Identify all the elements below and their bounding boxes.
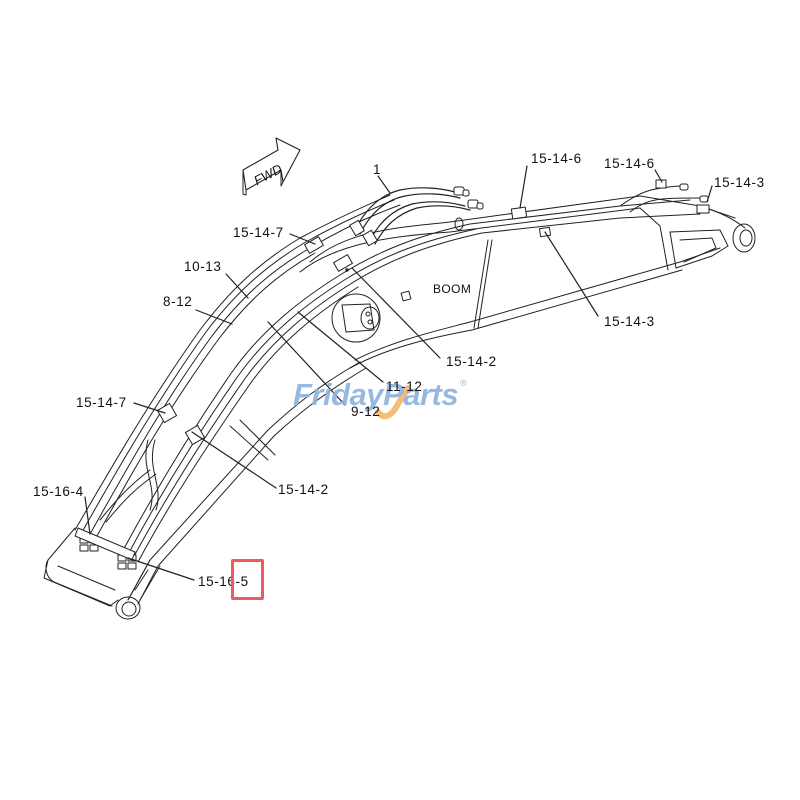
hydraulic-tubes — [74, 183, 709, 563]
callout-15-16-5[interactable]: 15-16-5 — [198, 574, 249, 589]
callout-10-13[interactable]: 10-13 — [184, 259, 222, 274]
watermark-text: FridayParts — [293, 377, 459, 412]
boom-title: BOOM — [433, 282, 472, 296]
forward-arrow-icon: FWD — [242, 137, 301, 196]
callout-15-16-4[interactable]: 15-16-4 — [33, 484, 84, 499]
callout-11-12[interactable]: 11-12 — [386, 379, 423, 394]
registered-mark: ® — [460, 378, 467, 388]
callout-1[interactable]: 1 — [373, 162, 382, 177]
callout-15-14-7[interactable]: 15-14-7 — [76, 395, 127, 410]
callout-15-14-7[interactable]: 15-14-7 — [233, 225, 284, 240]
watermark: FridayParts® — [293, 377, 467, 412]
callout-15-14-2[interactable]: 15-14-2 — [446, 354, 497, 369]
leader-lines — [84, 165, 713, 581]
highlight-box — [231, 559, 264, 600]
callout-15-14-6[interactable]: 15-14-6 — [531, 151, 582, 166]
callout-15-14-6[interactable]: 15-14-6 — [604, 156, 655, 171]
tube-clamps — [74, 179, 710, 570]
boom-foot — [43, 527, 161, 620]
callout-9-12[interactable]: 9-12 — [351, 404, 381, 419]
watermark-accent-icon — [375, 385, 411, 420]
boom-body — [127, 195, 756, 605]
callout-8-12[interactable]: 8-12 — [163, 294, 193, 309]
callout-15-14-2[interactable]: 15-14-2 — [278, 482, 329, 497]
callout-15-14-3[interactable]: 15-14-3 — [604, 314, 655, 329]
callout-15-14-3[interactable]: 15-14-3 — [714, 175, 765, 190]
